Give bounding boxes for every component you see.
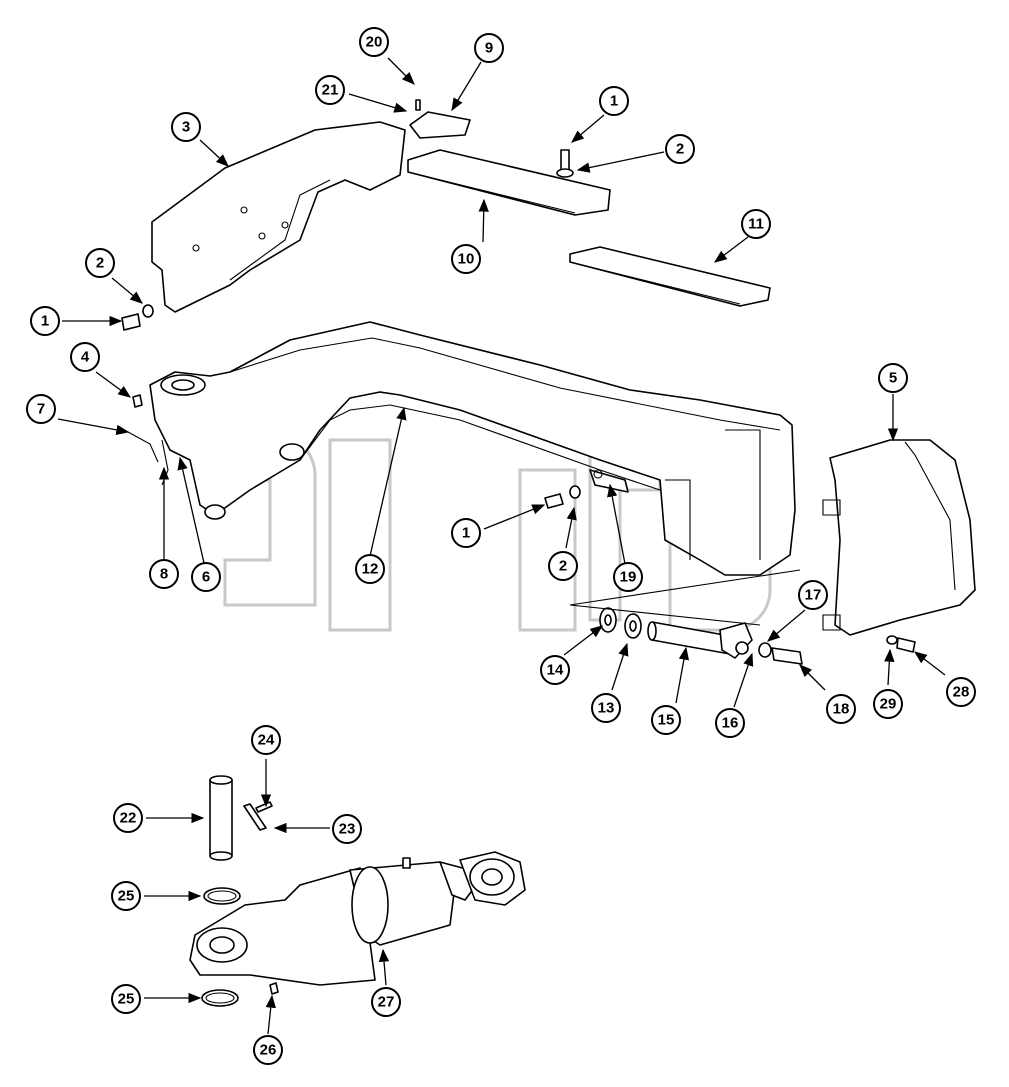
callout-6: 6 bbox=[191, 562, 221, 592]
rear-cover-part bbox=[822, 439, 976, 636]
side-cover-part bbox=[151, 121, 406, 313]
svg-text:1: 1 bbox=[41, 313, 49, 330]
callout-2: 2 bbox=[665, 134, 695, 164]
bolt-washer-top bbox=[556, 149, 574, 178]
callout-18: 18 bbox=[826, 694, 856, 724]
bolt-mid bbox=[544, 485, 581, 509]
pin-assembly bbox=[569, 569, 803, 665]
svg-text:15: 15 bbox=[658, 712, 675, 729]
callout-23: 23 bbox=[332, 814, 362, 844]
svg-text:8: 8 bbox=[160, 566, 168, 583]
svg-text:20: 20 bbox=[366, 34, 383, 51]
callout-26: 26 bbox=[253, 1035, 283, 1065]
svg-text:22: 22 bbox=[120, 810, 137, 827]
callout-22: 22 bbox=[113, 803, 143, 833]
link-part bbox=[589, 469, 629, 493]
callout-10: 10 bbox=[451, 244, 481, 274]
leader-lines bbox=[57, 57, 946, 1035]
callout-11: 11 bbox=[741, 209, 771, 239]
svg-text:23: 23 bbox=[339, 821, 356, 838]
mounting-plate-part bbox=[407, 149, 611, 216]
svg-text:21: 21 bbox=[322, 82, 339, 99]
svg-text:29: 29 bbox=[880, 696, 897, 713]
svg-text:26: 26 bbox=[260, 1042, 277, 1059]
callout-29: 29 bbox=[873, 689, 903, 719]
svg-text:18: 18 bbox=[833, 701, 850, 718]
svg-text:17: 17 bbox=[805, 587, 822, 604]
svg-text:13: 13 bbox=[598, 700, 615, 717]
callout-9: 9 bbox=[474, 33, 504, 63]
svg-text:14: 14 bbox=[547, 662, 564, 679]
bolt-washer-rear bbox=[886, 635, 916, 653]
callout-1: 1 bbox=[451, 518, 481, 548]
svg-text:28: 28 bbox=[953, 684, 970, 701]
callout-7: 7 bbox=[26, 394, 56, 424]
svg-text:3: 3 bbox=[182, 119, 190, 136]
callout-25: 25 bbox=[111, 881, 141, 911]
svg-text:25: 25 bbox=[118, 888, 135, 905]
svg-text:6: 6 bbox=[202, 569, 210, 586]
callout-13: 13 bbox=[591, 693, 621, 723]
callout-4: 4 bbox=[70, 342, 100, 372]
callout-19: 19 bbox=[613, 562, 643, 592]
o-ring-lower bbox=[201, 989, 239, 1007]
callout-12: 12 bbox=[355, 554, 385, 584]
callout-16: 16 bbox=[715, 708, 745, 738]
main-frame-part bbox=[149, 321, 796, 576]
strip-plate-part bbox=[569, 246, 771, 307]
callout-27: 27 bbox=[371, 987, 401, 1017]
grease-fitting-part bbox=[132, 394, 143, 408]
callout-15: 15 bbox=[651, 705, 681, 735]
hydraulic-cylinder-part bbox=[189, 851, 526, 986]
svg-text:5: 5 bbox=[889, 370, 897, 387]
svg-text:2: 2 bbox=[559, 558, 567, 575]
grease-nipple-part bbox=[269, 982, 279, 995]
callout-17: 17 bbox=[798, 580, 828, 610]
svg-text:4: 4 bbox=[81, 349, 90, 366]
callout-25: 25 bbox=[111, 984, 141, 1014]
callout-1: 1 bbox=[599, 86, 629, 116]
o-ring-upper bbox=[203, 887, 241, 905]
retaining-bolt-part bbox=[243, 801, 273, 831]
svg-text:25: 25 bbox=[118, 991, 135, 1008]
svg-text:27: 27 bbox=[378, 994, 395, 1011]
callout-21: 21 bbox=[315, 75, 345, 105]
svg-text:11: 11 bbox=[748, 216, 764, 233]
callout-5: 5 bbox=[878, 363, 908, 393]
callout-14: 14 bbox=[540, 655, 570, 685]
svg-text:19: 19 bbox=[620, 569, 637, 586]
bracket-part bbox=[409, 99, 471, 139]
svg-text:7: 7 bbox=[37, 401, 45, 418]
callout-1: 1 bbox=[30, 306, 60, 336]
bolt-washer-left bbox=[121, 304, 154, 331]
callout-2: 2 bbox=[85, 248, 115, 278]
svg-text:12: 12 bbox=[362, 561, 379, 578]
svg-text:24: 24 bbox=[258, 732, 275, 749]
lock-pin-part bbox=[127, 431, 169, 486]
callout-24: 24 bbox=[251, 725, 281, 755]
callout-20: 20 bbox=[359, 27, 389, 57]
callout-3: 3 bbox=[171, 112, 201, 142]
svg-text:9: 9 bbox=[485, 40, 493, 57]
svg-text:10: 10 bbox=[458, 251, 475, 268]
svg-text:2: 2 bbox=[676, 141, 684, 158]
svg-text:1: 1 bbox=[462, 525, 470, 542]
callout-8: 8 bbox=[149, 559, 179, 589]
svg-text:1: 1 bbox=[610, 93, 618, 110]
callout-2: 2 bbox=[548, 551, 578, 581]
callout-28: 28 bbox=[946, 677, 976, 707]
svg-text:2: 2 bbox=[96, 255, 104, 272]
pivot-pin-part bbox=[209, 775, 233, 861]
svg-text:16: 16 bbox=[722, 715, 739, 732]
